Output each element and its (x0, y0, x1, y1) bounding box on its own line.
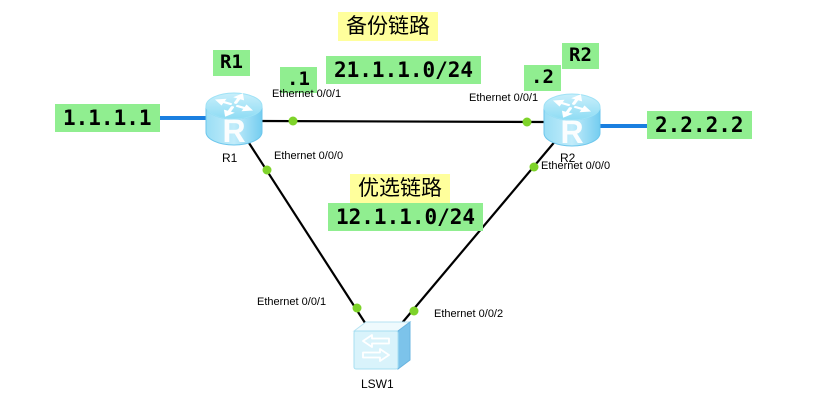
preferred-subnet-annotation[interactable]: 12.1.1.0/24 (328, 203, 484, 232)
router-icon: R (543, 93, 601, 150)
link-r1-r2-backup (259, 119, 547, 124)
port-dot (288, 116, 298, 126)
switch-lsw1-icon[interactable] (351, 318, 413, 376)
backup-link-annotation[interactable]: 备份链路 (338, 12, 438, 42)
r2-addr-suffix-annotation[interactable]: .2 (524, 65, 561, 91)
port-label-lsw1-eth001: Ethernet 0/0/1 (257, 296, 327, 308)
port-dot (262, 165, 272, 175)
port-label-lsw1-eth002: Ethernet 0/0/2 (434, 308, 504, 320)
preferred-link-annotation[interactable]: 优选链路 (350, 174, 450, 204)
port-label-r1-eth000: Ethernet 0/0/0 (274, 150, 344, 162)
switching-arrows-icon (362, 334, 390, 362)
r2-tag-annotation[interactable]: R2 (562, 43, 599, 69)
r2-loopback-annotation[interactable]: 2.2.2.2 (647, 111, 752, 140)
device-name-lsw1: LSW1 (361, 377, 394, 391)
port-dot (522, 117, 532, 127)
router-r2-icon[interactable]: R (540, 91, 604, 151)
backup-subnet-annotation[interactable]: 21.1.1.0/24 (326, 56, 482, 85)
routing-arrows-icon (552, 94, 592, 118)
device-name-r2: R2 (560, 151, 576, 165)
switch-icon (352, 321, 412, 370)
port-label-r2-eth001: Ethernet 0/0/1 (469, 92, 539, 104)
router-icon: R (205, 92, 263, 149)
port-dot (529, 162, 539, 172)
port-label-r2-eth000: Ethernet 0/0/0 (541, 160, 611, 172)
r1-addr-suffix-annotation[interactable]: .1 (280, 67, 317, 93)
routing-arrows-icon (214, 93, 254, 117)
port-dot (409, 306, 419, 316)
r1-loopback-annotation[interactable]: 1.1.1.1 (55, 104, 160, 133)
device-name-r1: R1 (222, 151, 238, 165)
r1-tag-annotation[interactable]: R1 (213, 50, 250, 76)
port-dot (352, 303, 362, 313)
router-r1-icon[interactable]: R (202, 90, 266, 150)
port-label-r1-eth001: Ethernet 0/0/1 (272, 88, 342, 100)
svg-text:R: R (222, 113, 245, 149)
svg-text:R: R (560, 114, 583, 150)
